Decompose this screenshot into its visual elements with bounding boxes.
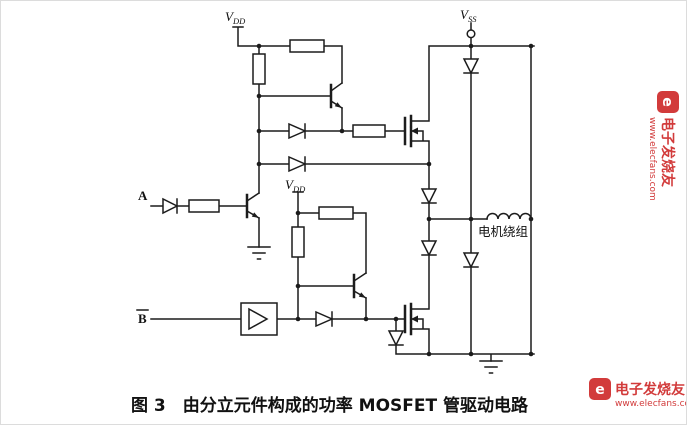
- vdd-label-middle: VDD: [285, 177, 306, 194]
- inductor-motor-winding: [486, 212, 532, 220]
- elecfans-logo: [589, 378, 611, 400]
- ground-symbol-right: [479, 360, 503, 374]
- elecfans-logo-letter: e: [659, 97, 675, 107]
- diode-freewheel-top: [462, 58, 480, 75]
- diode-d3: [315, 310, 334, 328]
- diode-d4: [387, 330, 405, 347]
- vss-label: VSS: [460, 7, 477, 24]
- elecfans-logo-letter: e: [595, 382, 605, 398]
- ground-symbol-left: [247, 246, 271, 260]
- vss-terminal: [466, 29, 476, 39]
- circuit-wires: [136, 22, 535, 362]
- watermark-url: www.elecfans.com: [647, 117, 657, 201]
- watermark-top-right: e 电子发烧友 www.elecfans.com: [647, 91, 679, 201]
- vdd-label-top: VDD: [225, 9, 246, 26]
- watermark-brand: 电子发烧友: [659, 117, 676, 187]
- diode-d7: [420, 188, 438, 205]
- npn-transistor-q3: [245, 191, 261, 220]
- figure-caption: 图 3 由分立元件构成的功率 MOSFET 管驱动电路: [131, 395, 529, 416]
- resistor-r5: [291, 226, 305, 258]
- diode-d2: [288, 155, 307, 173]
- diode-freewheel-bottom: [462, 252, 480, 269]
- motor-winding-label: 电机绕组: [478, 224, 528, 239]
- resistor-input-a: [188, 199, 220, 213]
- diode-input-a: [162, 197, 179, 215]
- npn-transistor-q2: [352, 271, 368, 300]
- resistor-r4: [318, 206, 354, 220]
- watermark-bottom-right: e 电子发烧友 www.elecfans.com: [589, 378, 687, 409]
- input-a-label: A: [138, 188, 148, 203]
- elecfans-logo: [657, 91, 679, 113]
- resistor-r2: [289, 39, 325, 53]
- mosfet-high-side: [403, 114, 418, 148]
- diode-d8: [420, 240, 438, 257]
- resistor-r3: [352, 124, 386, 138]
- resistor-r1: [252, 53, 266, 85]
- watermark-brand: 电子发烧友: [615, 381, 685, 398]
- npn-transistor-q1: [329, 81, 344, 110]
- watermark-url: www.elecfans.com: [615, 399, 687, 409]
- input-b-bar-label: B: [138, 311, 147, 326]
- mosfet-low-side: [403, 302, 418, 336]
- diode-d1: [288, 122, 307, 140]
- junction-dots: [256, 43, 534, 357]
- buffer-gate: [240, 302, 278, 336]
